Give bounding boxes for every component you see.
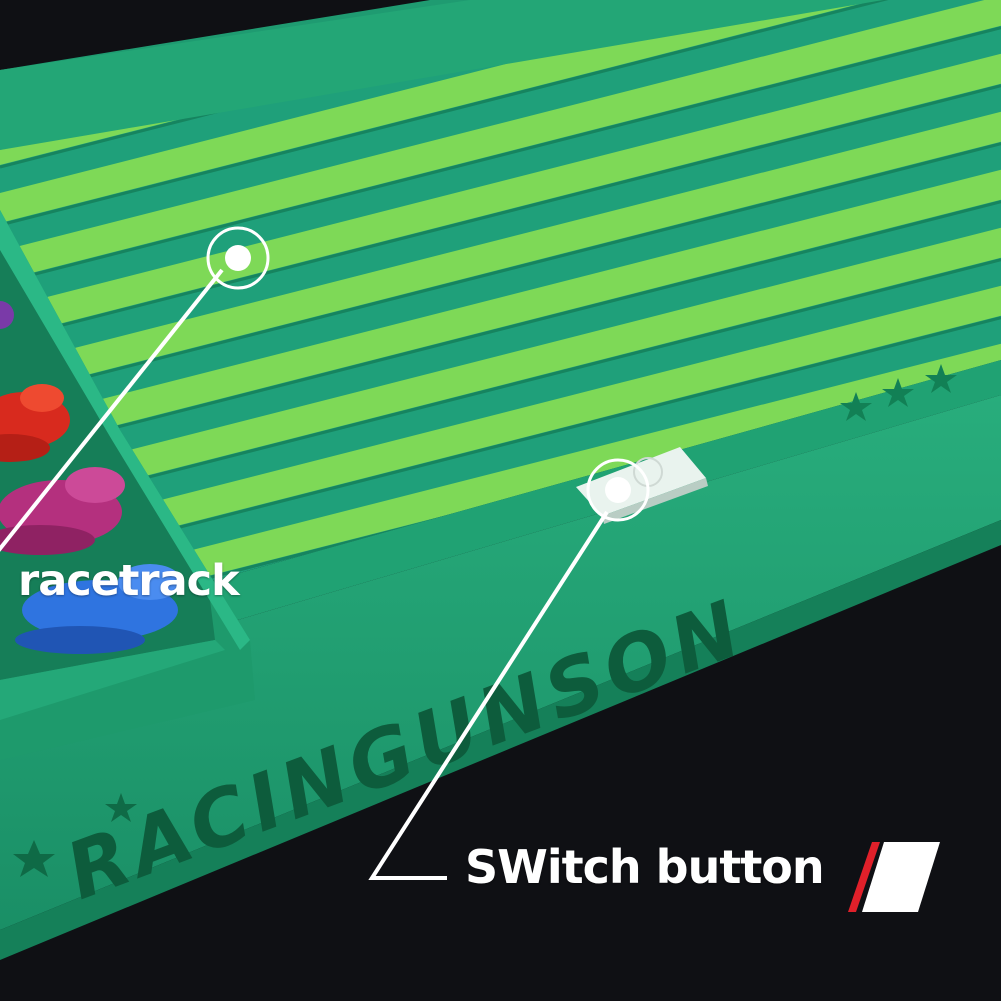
track-front-lip (0, 360, 1001, 690)
decor-stars-right (840, 364, 957, 421)
track-bottom-edge (0, 520, 1001, 960)
purple-racer (0, 301, 14, 329)
lane-groove (0, 258, 1001, 517)
racer-figures (0, 301, 182, 654)
lane-stripe (0, 169, 1001, 455)
lane-stripe (0, 111, 1001, 398)
accent-slash-icon (848, 842, 940, 912)
lane-groove (0, 142, 1001, 401)
magenta-racer (0, 467, 125, 555)
switch-button-label: SWitch button (465, 840, 825, 894)
racetrack-callout (0, 226, 270, 552)
race-lanes (0, 0, 1001, 633)
lane-stripe (0, 227, 1001, 513)
track-front-face (0, 395, 1001, 930)
lane-groove (0, 200, 1001, 459)
lane-groove (0, 0, 1001, 227)
racetrack-label: racetrack (18, 556, 240, 606)
lane-stripe (0, 0, 1001, 281)
lane-stripe (0, 285, 1001, 571)
lane-groove (0, 26, 1001, 285)
blue-racer (15, 564, 182, 654)
decor-stars-left (13, 793, 137, 877)
red-racer (0, 384, 70, 462)
lane-groove (0, 84, 1001, 343)
switch-button-callout (368, 458, 650, 880)
lane-stripe (0, 53, 1001, 340)
lane-stripe (0, 343, 1001, 629)
